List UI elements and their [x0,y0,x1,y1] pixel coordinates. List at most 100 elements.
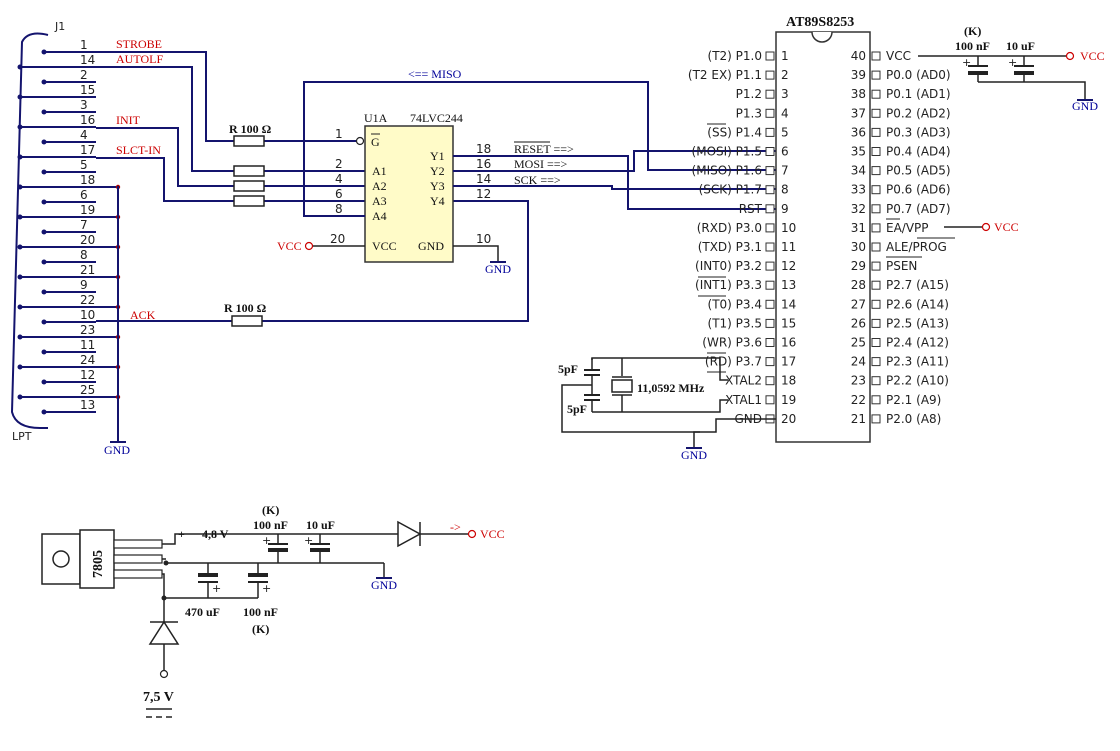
lpt-pins: 1142153164175186197208219221023112412251… [17,38,121,415]
mcu-pin-number: 7 [781,164,789,178]
mcu-pin-pad [871,127,881,137]
lpt-pin-number: 1 [80,38,88,52]
mcu-pin-pad [871,414,881,424]
mcu-pin-label: (T2 EX) P1.1 [688,68,762,82]
mcu-pin-label: (SS) P1.4 [707,125,762,139]
lpt-pin-number: 20 [80,233,95,247]
svg-text:+: + [1008,56,1017,69]
mcu-pin-label: (T2) P1.0 [708,49,762,63]
svg-text:+: + [262,534,271,547]
mcu-pin-number: 2 [781,68,789,82]
psu-in-voltage: 7,5 V [143,690,174,705]
lpt-pin-number: 14 [80,53,95,67]
resistor-slct-in [233,195,265,207]
mcu-pin-number: 22 [851,393,866,407]
mcu-pin-pad [765,147,775,156]
mcu-pin-pad [765,376,775,386]
decoupling-k: (K) [964,24,981,38]
buffer-y1: Y1 [430,149,445,163]
lpt-pin-number: 21 [80,263,95,277]
mcu-pin-number: 32 [851,202,866,216]
mcu-pin-label: P2.1 (A9) [886,393,941,407]
mcu-pin-label: P2.6 (A14) [886,297,949,311]
mcu-pin-pad [871,318,881,328]
mcu-pin-number: 28 [851,278,866,292]
mcu-pin-number: 39 [851,68,866,82]
mcu-pin-label: P1.2 [736,87,762,101]
buffer-pin-18: 18 [476,142,491,156]
lpt-pin-number: 16 [80,113,95,127]
mcu-pin-number: 34 [851,164,866,178]
resistor-ack-label: R 100 Ω [224,301,267,315]
mcu-pin-number: 11 [781,240,796,254]
mcu-pin-pad [871,376,881,386]
mcu-pin-number: 36 [851,125,866,139]
mcu-pin-pad [871,89,881,99]
input-diode [148,620,180,645]
lpt-pin-number: 8 [80,248,88,262]
mcu-pin-label: (RD) P3.7 [705,355,762,369]
lpt-pin-number: 17 [80,143,95,157]
mcu-pin-pad [871,395,881,405]
lpt-pin-number: 15 [80,83,95,97]
mcu-pin-pad [765,223,775,233]
mcu-pin-pad [871,357,881,367]
buffer-y2: Y2 [430,164,445,178]
mcu-decoupling: VCC + + GND (K) 100 nF 10 uF VCC [918,24,1105,234]
lpt-pin-number: 9 [80,278,88,292]
lpt-pin-number: 22 [80,293,95,307]
mcu-pin-pad [871,242,881,252]
mcu-pin-number: 37 [851,106,866,120]
mcu-pin-label: PSEN [886,259,917,273]
mcu-pin-pad [765,70,775,80]
buffer-pin-6: 6 [335,187,343,201]
mcu-pin-label: RST [739,202,763,216]
mcu-pin-pad [871,70,881,80]
net-mosi: MOSI ==> [514,157,568,171]
mcu-pin-label: P2.7 (A15) [886,278,949,292]
mcu-pin-pad [871,185,881,195]
mcu-pin-pad [871,166,881,176]
mcu-pin-pad [871,51,881,61]
mcu-pin-label: P1.3 [736,106,762,120]
mcu-pin-label: (SCK) P1.7 [699,183,762,197]
lpt-label: LPT [12,430,32,443]
buffer-part: 74LVC244 [410,111,463,125]
mcu-pin-number: 40 [851,49,866,63]
signal-autolf: AUTOLF [116,52,163,66]
psu-arrow: -> [450,520,461,534]
psu-vcc-net: VCC [480,527,505,541]
mcu-pin-label: (INT1) P3.3 [695,278,762,292]
lpt-wires [96,51,529,322]
regulator-label: 7805 [91,550,106,578]
net-sck: SCK ==> [514,173,561,187]
mcu-pin-label: P2.0 (A8) [886,412,941,426]
mcu-pin-number: 13 [781,278,796,292]
mcu-pin-number: 26 [851,316,866,330]
mcu-pin-number: 33 [851,183,866,197]
lpt-gnd-label: GND [104,443,130,457]
mcu-pin-number: 12 [781,259,796,273]
mcu-pin-number: 3 [781,87,789,101]
lpt-pin-number: 24 [80,353,95,367]
svg-text:+: + [304,534,313,547]
lpt-pin-number: 18 [80,173,95,187]
mcu-gnd-bottom-net: GND [681,448,707,462]
mcu-pin-pad [765,204,775,214]
buffer-pin-10: 10 [476,232,491,246]
buffer-pin-4: 4 [335,172,343,186]
decoupling-c1: 100 nF [955,39,990,53]
signal-strobe: STROBE [116,37,162,51]
buffer-a3: A3 [372,194,387,208]
lpt-pin-number: 25 [80,383,95,397]
mcu-pin-pad [765,108,775,118]
mcu-pin-label: P0.5 (AD5) [886,164,951,178]
mcu-pin-label: P0.0 (AD0) [886,68,951,82]
mcu-pin-pad [871,261,881,271]
resistors: R 100 Ω R 100 Ω [224,122,272,327]
mcu-vcc-net: VCC [1080,49,1105,63]
mcu-pin-label: (MOSI) P1.5 [692,145,762,159]
mcu-pin-pad [871,108,881,118]
